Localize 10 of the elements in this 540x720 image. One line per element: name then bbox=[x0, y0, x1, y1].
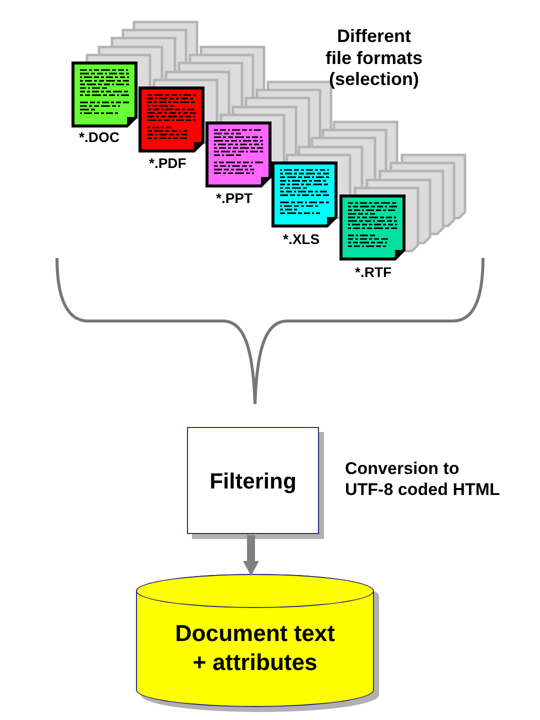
arrow bbox=[243, 535, 259, 576]
node-label: Filtering bbox=[208, 466, 298, 494]
file-extension-label: *.DOC bbox=[79, 129, 120, 146]
annotation-text: Conversion to UTF-8 coded HTML bbox=[345, 458, 501, 500]
file-extension-label: *.RTF bbox=[355, 264, 392, 281]
caption-text: Different file formats (selection) bbox=[324, 26, 424, 91]
file-extension-label: *.PPT bbox=[216, 190, 253, 207]
file-extension-label: *.XLS bbox=[283, 231, 320, 248]
node-label: Document text + attributes bbox=[174, 619, 336, 676]
file-extension-label: *.PDF bbox=[149, 155, 186, 172]
